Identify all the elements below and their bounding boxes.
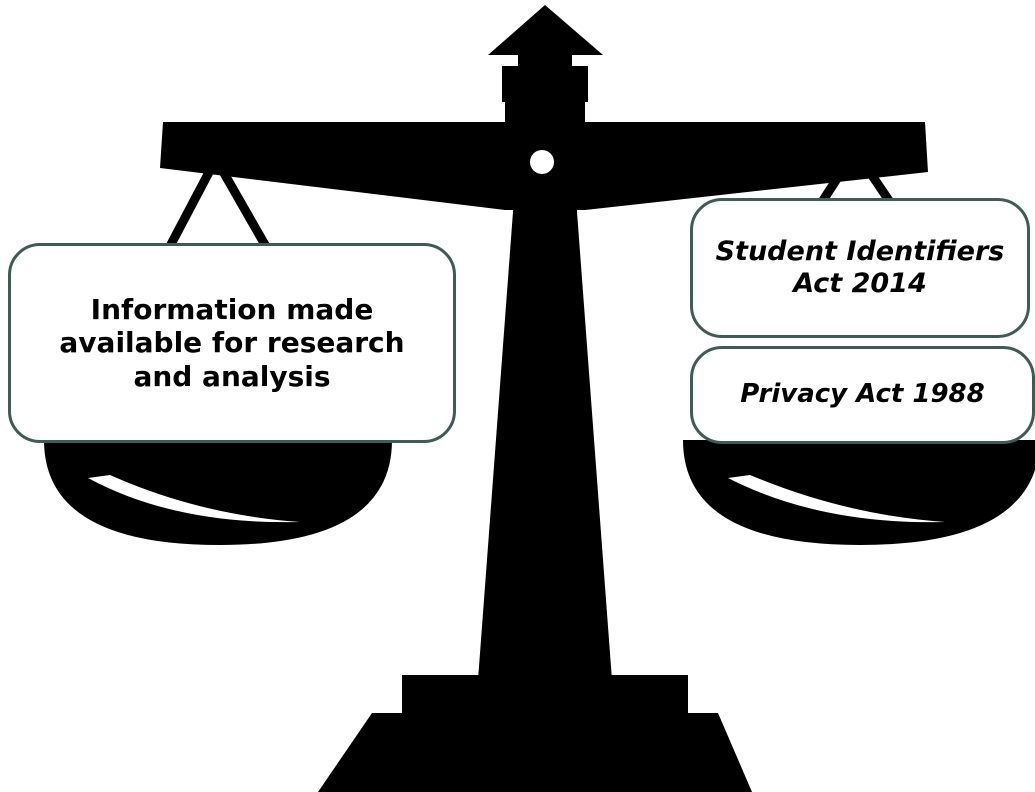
left-pan: [44, 440, 392, 545]
left-pan-highlight: [88, 475, 300, 523]
right-pan-string-b: [844, 137, 896, 208]
right-pan: [683, 440, 1035, 545]
scale-column: [478, 185, 612, 680]
right-pan-top-callout: Student Identifiers Act 2014: [690, 198, 1030, 338]
left-pan-label: Information made available for research …: [59, 292, 405, 393]
scale-pivot: [530, 150, 554, 174]
scale-finial-neck: [518, 53, 572, 69]
scale-finial: [488, 5, 603, 55]
right-pan-bottom-callout: Privacy Act 1988: [690, 346, 1035, 444]
left-pan-callout: Information made available for research …: [8, 243, 456, 443]
right-pan-top-label: Student Identifiers Act 2014: [715, 235, 1005, 299]
right-pan-highlight: [728, 475, 945, 523]
left-pan-string-b: [201, 137, 272, 253]
scale-finial-collar: [502, 66, 588, 102]
scale-base-upper: [402, 675, 688, 715]
scale-base-lower: [318, 713, 752, 792]
right-pan-bottom-label: Privacy Act 1988: [740, 379, 985, 410]
